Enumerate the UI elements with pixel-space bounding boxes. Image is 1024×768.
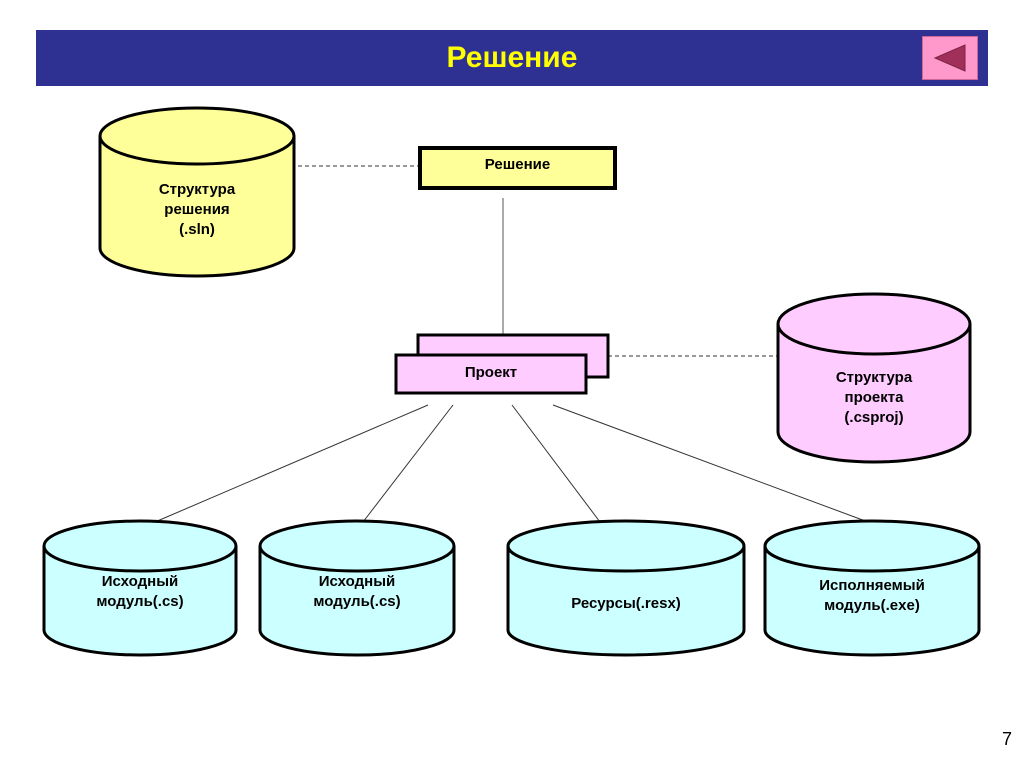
back-button[interactable]	[922, 36, 978, 80]
solution-structure-line2: решения	[164, 201, 230, 218]
executable-module-label: Исполняемый модуль(.exe)	[765, 576, 979, 616]
slide-title: Решение	[446, 41, 578, 74]
project-structure-line1: Структура	[835, 369, 913, 386]
connector-project-resources	[511, 404, 601, 523]
source-module-1-cylinder	[42, 519, 238, 657]
solution-structure-label: Структура решения (.sln)	[100, 180, 294, 240]
page-number: 7	[1001, 729, 1012, 749]
resources-line1: Ресурсы(.resx)	[571, 595, 681, 612]
project-structure-line2: проекта	[844, 389, 904, 406]
connector-project-source2	[362, 404, 454, 523]
solution-structure-line1: Структура	[158, 181, 236, 198]
solution-box	[418, 146, 617, 190]
source-module-2-label: Исходный модуль(.cs)	[260, 572, 454, 612]
source-module-1-line1: Исходный	[101, 573, 179, 590]
executable-module-line2: модуль(.exe)	[824, 597, 920, 614]
source-module-2-cylinder	[258, 519, 456, 657]
solution-structure-line3: (.sln)	[179, 221, 215, 238]
connector-project-source1	[154, 404, 429, 523]
project-structure-line3: (.csproj)	[844, 409, 904, 426]
triangle-left-icon	[933, 44, 966, 72]
resources-cylinder	[506, 519, 746, 657]
source-module-2-line1: Исходный	[318, 573, 396, 590]
project-structure-label: Структура проекта (.csproj)	[778, 368, 970, 428]
project-box-label: Проект	[464, 364, 518, 381]
executable-module-cylinder	[763, 519, 981, 657]
solution-structure-cylinder	[98, 106, 296, 278]
source-module-1-label: Исходный модуль(.cs)	[44, 572, 236, 612]
title-bar: Решение	[36, 30, 988, 86]
solution-box-label: Решение	[484, 156, 551, 173]
connector-project-executable	[552, 404, 869, 523]
project-structure-cylinder	[776, 292, 972, 464]
executable-module-line1: Исполняемый	[819, 577, 925, 594]
resources-label: Ресурсы(.resx)	[508, 594, 744, 614]
source-module-2-line2: модуль(.cs)	[313, 593, 401, 610]
source-module-1-line2: модуль(.cs)	[96, 593, 184, 610]
project-box	[394, 353, 588, 395]
